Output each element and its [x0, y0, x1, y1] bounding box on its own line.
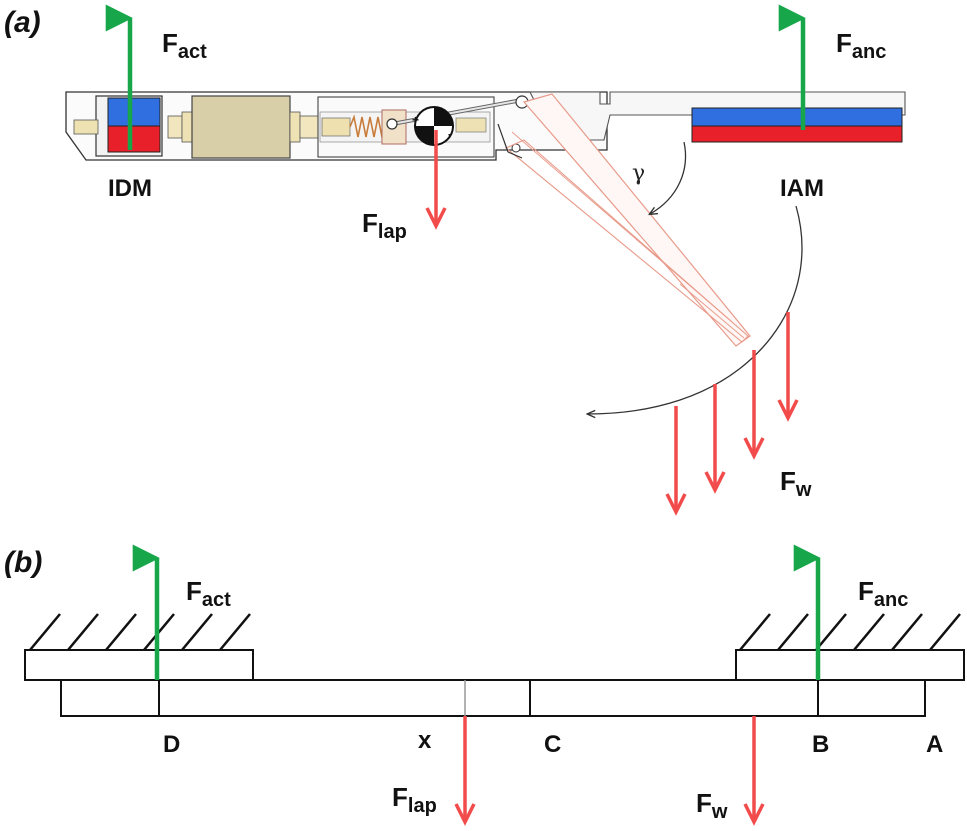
motor-body — [191, 95, 291, 159]
arm-rotation-arrow — [588, 205, 803, 414]
idm-magnet-blue — [107, 97, 161, 127]
point-a-label: A — [926, 731, 943, 758]
center-of-mass-icon: + - — [412, 106, 454, 146]
point-b-label: B — [812, 731, 829, 758]
panel-a-label: (a) — [4, 6, 41, 39]
svg-text:-: - — [448, 127, 452, 141]
right-support-hatching — [739, 613, 961, 651]
force-w-arrows-a — [665, 312, 799, 516]
left-support-hatching — [29, 613, 251, 651]
folding-arm — [497, 93, 751, 347]
label-f-act-a: Fact — [162, 28, 207, 63]
point-d-label: D — [163, 731, 180, 758]
panel-b-label: (b) — [4, 546, 42, 579]
beam — [60, 679, 926, 717]
label-f-lap-a: Flap — [362, 208, 407, 243]
left-support — [24, 649, 254, 681]
panel-b: (b) — [4, 544, 965, 826]
label-f-w-b: Fw — [696, 788, 728, 823]
idm-shaft — [73, 119, 99, 135]
label-iam: IAM — [780, 175, 824, 202]
pivot-left — [386, 118, 398, 130]
screw-nut — [321, 117, 351, 137]
label-f-anc-b: Fanc — [858, 576, 908, 611]
gamma-rotation-arrow — [650, 141, 687, 214]
label-f-act-b: Fact — [186, 576, 231, 611]
svg-text:+: + — [412, 113, 419, 127]
spring — [349, 114, 387, 140]
coupling-right — [289, 111, 301, 143]
label-f-lap-b: Flap — [392, 782, 437, 817]
coupling-left-2 — [181, 111, 193, 143]
idm-magnet-red — [107, 125, 161, 153]
label-idm: IDM — [108, 175, 152, 202]
panel-a: (a) + - — [4, 4, 906, 516]
label-f-w-a: Fw — [780, 466, 812, 501]
iam-magnet-red — [691, 125, 903, 143]
gamma-label: γ — [632, 161, 645, 186]
iam-magnet-blue — [691, 107, 903, 127]
point-x-label: x — [418, 727, 432, 754]
point-c-label: C — [544, 731, 561, 758]
screw-tip — [455, 117, 487, 133]
label-f-anc-a: Fanc — [836, 28, 886, 63]
right-support — [735, 649, 965, 681]
coupling-right-2 — [299, 115, 319, 139]
coupling-left — [167, 115, 183, 139]
